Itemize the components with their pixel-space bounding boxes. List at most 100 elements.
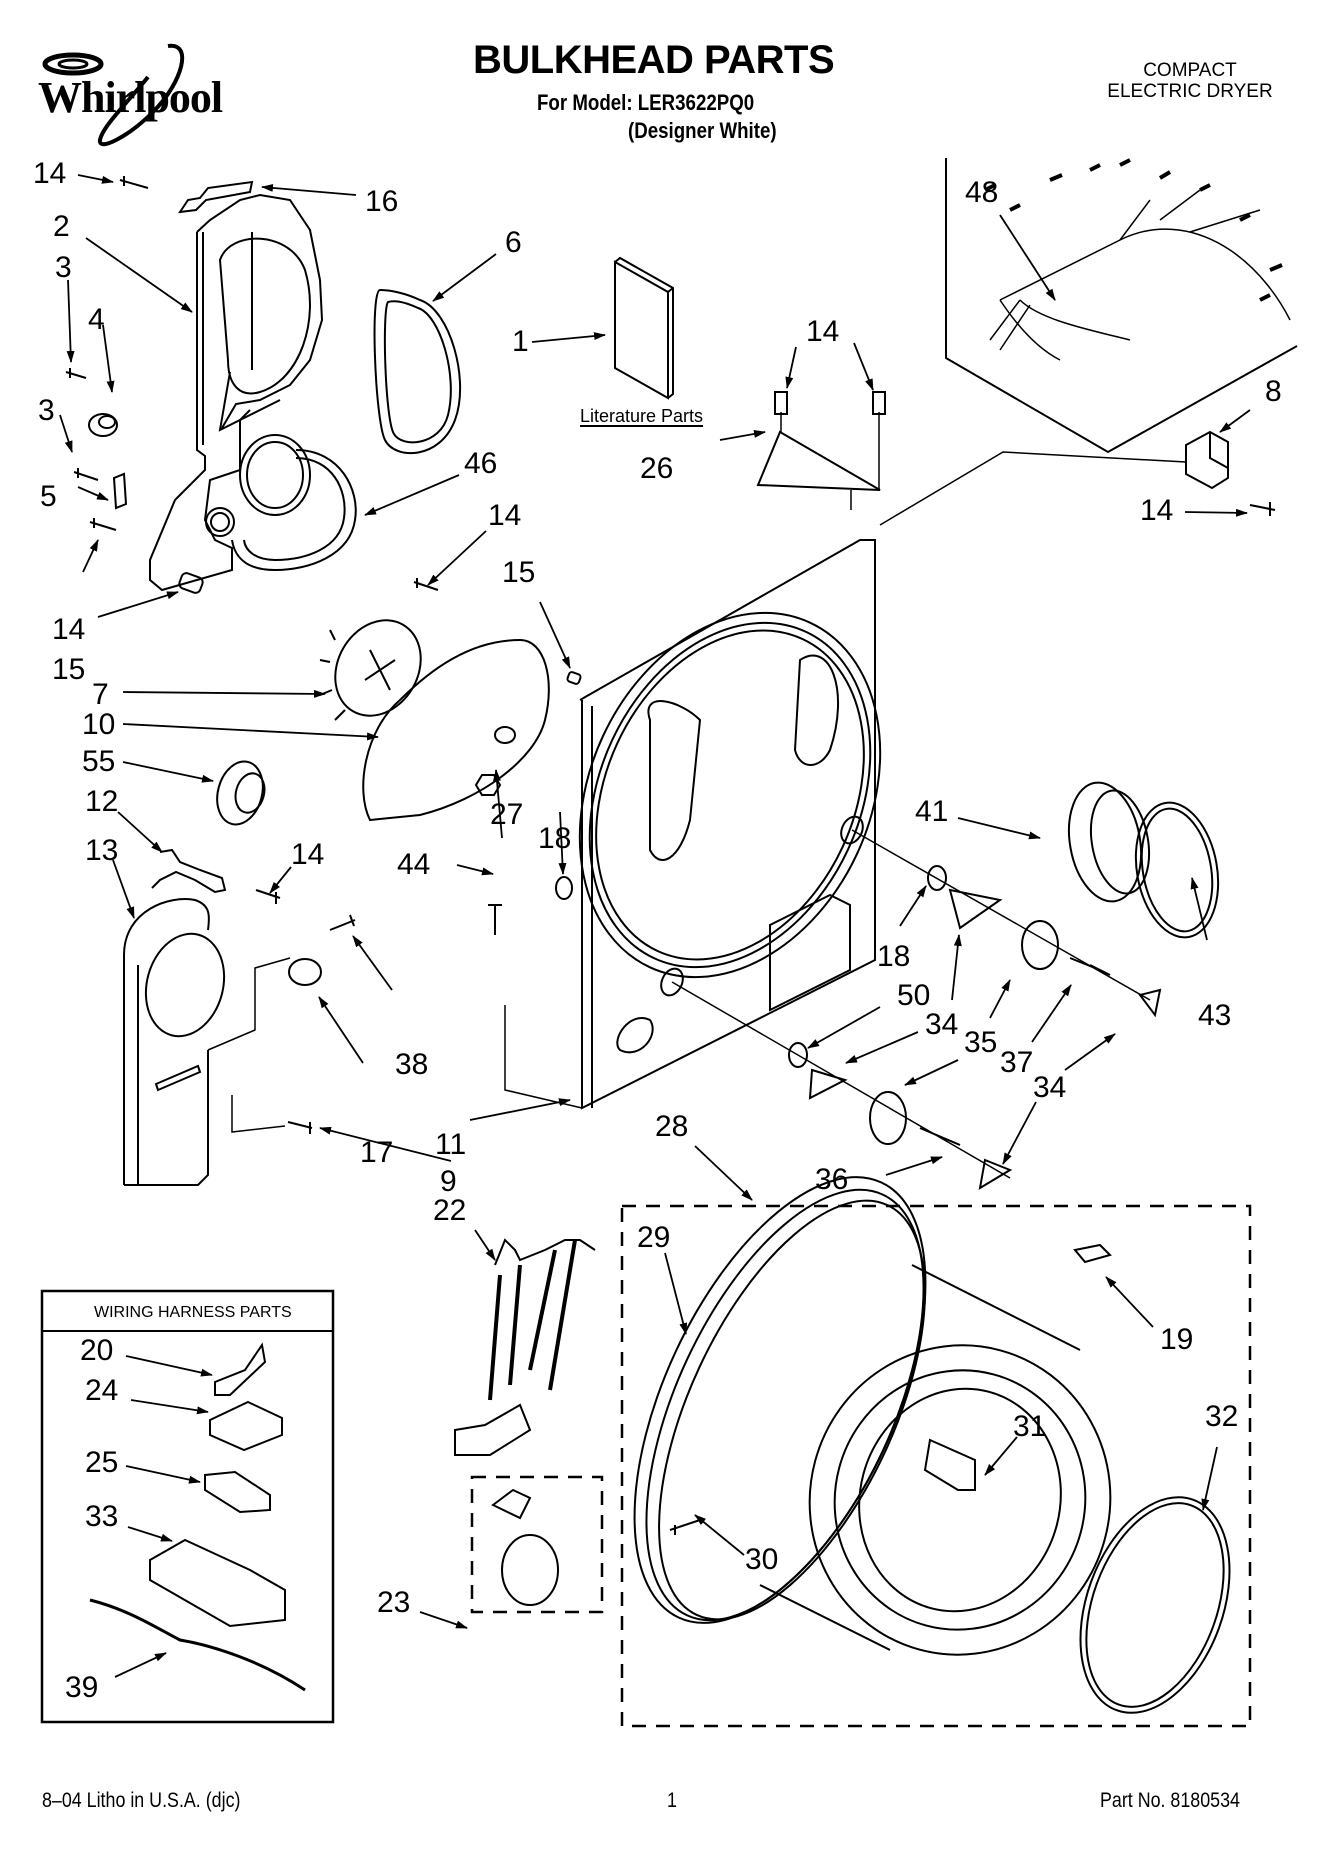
litho-info: 8–04 Litho in U.S.A. (djc) xyxy=(42,1789,241,1812)
callout-26: 26 xyxy=(640,452,674,485)
part-14-screw-12 xyxy=(256,890,280,904)
callout-36: 36 xyxy=(815,1163,849,1196)
callout-14-fan: 14 xyxy=(488,499,522,532)
callout-15-mid: 15 xyxy=(502,556,536,589)
part-35-roller-a xyxy=(1022,921,1058,969)
part-1-literature-book xyxy=(615,258,673,398)
callout-8: 8 xyxy=(1265,375,1282,408)
part-number: Part No. 8180534 xyxy=(1100,1789,1240,1812)
callout-14-top: 14 xyxy=(33,157,67,190)
callout-7: 7 xyxy=(92,678,109,711)
callout-30: 30 xyxy=(745,1543,779,1576)
callout-43: 43 xyxy=(1198,999,1232,1032)
part-14-screw-left xyxy=(90,518,116,530)
part-41-lint-screen xyxy=(1060,777,1156,907)
part-36-roller-shaft xyxy=(920,1128,960,1145)
callout-14-brace: 14 xyxy=(806,315,840,348)
callout-6: 6 xyxy=(505,226,522,259)
part-34-roller-mount-d xyxy=(980,1160,1010,1188)
part-44-screw xyxy=(488,905,502,935)
part-38-screw xyxy=(330,915,355,930)
part-31-baffle xyxy=(925,1440,975,1490)
whirlpool-logo: Whirlpool xyxy=(18,42,228,152)
whirlpool-swirl-icon xyxy=(42,43,185,147)
part-16-clip xyxy=(180,182,252,212)
part-14-screw-brace-b xyxy=(873,392,885,414)
part-20-terminal xyxy=(215,1345,265,1395)
part-22-heater xyxy=(455,1240,595,1455)
part-17-thermal-fuse xyxy=(289,959,321,985)
callout-12: 12 xyxy=(85,785,119,818)
callout-34-b: 34 xyxy=(1033,1071,1067,1104)
part-14-screw-top xyxy=(120,176,148,188)
callout-38: 38 xyxy=(395,1048,429,1081)
part-14-screw-right xyxy=(1250,502,1275,516)
callout-17: 17 xyxy=(360,1136,394,1169)
part-13-idler-bracket xyxy=(124,899,235,1185)
callout-33: 33 xyxy=(85,1500,119,1533)
part-32-belt xyxy=(1053,1476,1257,1733)
callout-1: 1 xyxy=(512,325,529,358)
callout-15-left: 15 xyxy=(52,653,86,686)
callout-37: 37 xyxy=(1000,1046,1034,1079)
callout-4: 4 xyxy=(88,303,105,336)
page-title: BULKHEAD PARTS xyxy=(473,38,835,82)
callout-9: 9 xyxy=(440,1165,457,1198)
callout-55: 55 xyxy=(82,745,116,778)
callout-32: 32 xyxy=(1205,1400,1239,1433)
callout-3-a: 3 xyxy=(55,251,72,284)
part-9-screw xyxy=(288,1122,312,1134)
part-34-roller-mount-c xyxy=(810,1070,845,1098)
part-2-bracket xyxy=(150,195,322,590)
part-18-washer-left xyxy=(556,877,572,899)
callout-41: 41 xyxy=(915,795,949,828)
part-3-screw-b xyxy=(74,468,98,480)
callout-13: 13 xyxy=(85,834,119,867)
part-12-bracket xyxy=(152,850,225,892)
part-30-screw xyxy=(670,1520,700,1535)
brand-name: Whirlpool xyxy=(38,73,223,122)
part-55-bearing xyxy=(210,756,269,829)
part-19-clip xyxy=(1075,1245,1110,1262)
product-type: COMPACT ELECTRIC DRYER xyxy=(1090,60,1290,102)
callout-3-b: 3 xyxy=(38,394,55,427)
part-24-connector xyxy=(210,1402,282,1450)
callout-leaders xyxy=(60,175,1250,1677)
part-33-connector xyxy=(150,1540,285,1626)
part-46-duct-seal xyxy=(232,435,356,570)
part-26-brace xyxy=(758,432,880,490)
part-14-screw-fan xyxy=(414,578,438,590)
part-48-wiring-harness xyxy=(946,158,1297,452)
part-34-roller-mount-a xyxy=(950,890,1000,928)
part-28-drum-kit-box xyxy=(622,1206,1250,1726)
callout-35-a: 35 xyxy=(964,1026,998,1059)
callout-18-right: 18 xyxy=(877,940,911,973)
callout-10: 10 xyxy=(82,708,116,741)
callout-2: 2 xyxy=(53,210,70,243)
part-8-relay xyxy=(1186,432,1228,488)
model-line: For Model: LER3622PQ0 xyxy=(537,90,755,115)
callout-34-a: 34 xyxy=(925,1008,959,1041)
callout-39: 39 xyxy=(65,1671,99,1704)
part-6-seal xyxy=(375,290,461,453)
callout-16: 16 xyxy=(365,185,399,218)
wiring-harness-parts-box xyxy=(42,1291,333,1722)
callout-29: 29 xyxy=(637,1221,671,1254)
callout-14-right: 14 xyxy=(1140,494,1174,527)
callout-23: 23 xyxy=(377,1586,411,1619)
part-18-washer-right xyxy=(928,866,946,890)
callout-44: 44 xyxy=(397,848,431,881)
part-15-plug xyxy=(178,572,204,595)
callout-50: 50 xyxy=(897,979,931,1012)
callout-22: 22 xyxy=(433,1194,467,1227)
part-29-drum xyxy=(574,1134,1145,1689)
callout-14-left: 14 xyxy=(52,613,86,646)
callout-48: 48 xyxy=(965,176,999,209)
color-line: (Designer White) xyxy=(628,118,777,143)
callout-24: 24 xyxy=(85,1374,119,1407)
part-43-lint-cover xyxy=(1126,796,1228,944)
callout-27: 27 xyxy=(490,798,524,831)
callout-20: 20 xyxy=(80,1334,114,1367)
part-14-screw-brace-a xyxy=(775,392,787,414)
